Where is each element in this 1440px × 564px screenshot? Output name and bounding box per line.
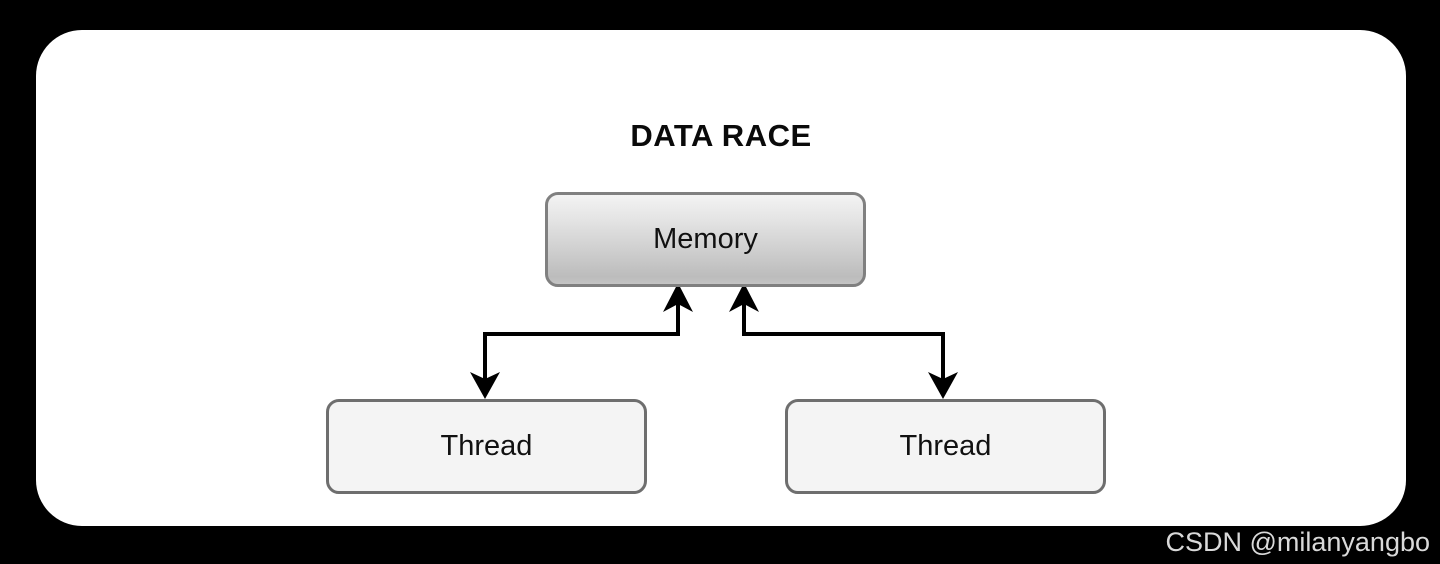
node-thread-right-label: Thread [899, 430, 992, 462]
node-thread-right[interactable]: Thread [785, 399, 1106, 494]
node-thread-left[interactable]: Thread [326, 399, 647, 494]
node-memory-label: Memory [653, 223, 758, 255]
node-thread-left-label: Thread [440, 430, 533, 462]
diagram-card: DATA RACE [36, 30, 1406, 526]
edge-memory-to-thread-right [742, 287, 958, 399]
watermark: CSDN @milanyangbo [1165, 527, 1430, 557]
edge-memory-to-thread-left [470, 287, 680, 399]
edge-thread-right-to-memory [729, 283, 759, 334]
edge-thread-left-to-memory [663, 283, 693, 334]
node-memory[interactable]: Memory [545, 192, 866, 287]
diagram-title: DATA RACE [630, 118, 812, 153]
